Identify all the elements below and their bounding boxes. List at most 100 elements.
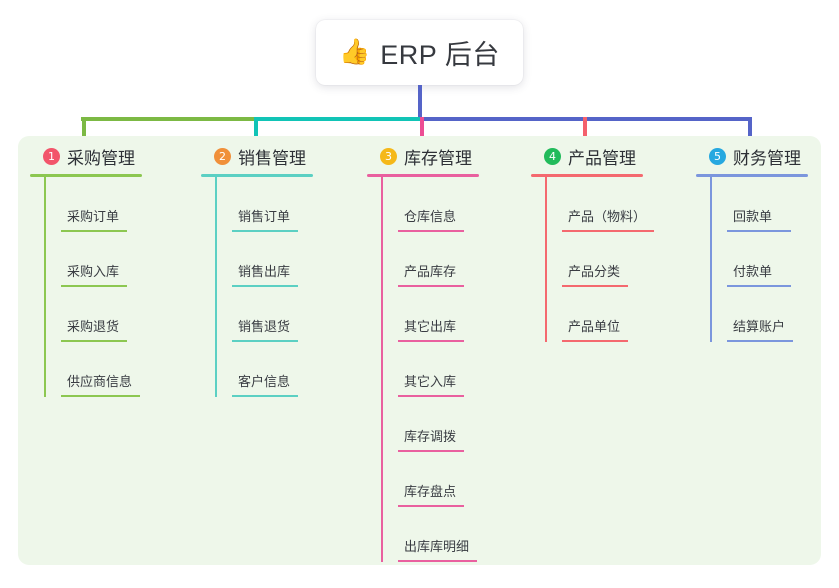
column-badge-inventory: 3 [380,147,397,165]
column-items-product: 产品（物料） 产品分类产品单位 [545,177,654,342]
drop-sales [254,117,258,145]
column-purchasing: 1 采购管理采购订单采购入库采购退货供应商信息 [30,144,142,397]
leaf-rule [727,340,793,342]
leaf-label: 采购入库 [67,264,120,279]
leaf-node[interactable]: 产品（物料） [562,177,654,232]
leaf-rule [562,285,628,287]
leaf-label: 采购订单 [67,209,120,224]
leaf-rule [232,395,298,397]
leaf-label: 其它出库 [404,319,457,334]
leaf-rule [398,340,464,342]
leaf-node[interactable]: 产品单位 [562,287,654,342]
leaf-label: 出库库明细 [404,539,470,554]
leaf-node[interactable]: 库存调拨 [398,397,479,452]
column-spine-finance [710,177,712,342]
column-title-product: 产品管理 [568,148,636,168]
leaf-node[interactable]: 结算账户 [727,287,808,342]
leaf-rule [727,285,791,287]
column-header-product[interactable]: 4 产品管理 [531,144,654,168]
column-header-purchasing[interactable]: 1 采购管理 [30,144,142,168]
leaf-rule [61,285,127,287]
leaf-label: 其它入库 [404,374,457,389]
leaf-node[interactable]: 其它入库 [398,342,479,397]
leaf-node[interactable]: 采购退货 [61,287,142,342]
leaf-rule [61,395,140,397]
leaf-label: 客户信息 [238,374,291,389]
leaf-label: 库存调拨 [404,429,457,444]
leaf-node[interactable]: 销售出库 [232,232,313,287]
leaf-node[interactable]: 仓库信息 [398,177,479,232]
segment-green [81,117,254,121]
column-items-sales: 销售订单销售出库销售退货客户信息 [215,177,313,397]
column-header-rule-finance [696,174,808,177]
leaf-node[interactable]: 采购入库 [61,232,142,287]
leaf-node[interactable]: 产品库存 [398,232,479,287]
leaf-label: 产品库存 [404,264,457,279]
leaf-node[interactable]: 供应商信息 [61,342,142,397]
leaf-node[interactable]: 采购订单 [61,177,142,232]
leaf-node[interactable]: 其它出库 [398,287,479,342]
column-spine-sales [215,177,217,397]
leaf-node[interactable]: 产品分类 [562,232,654,287]
leaf-rule [562,230,654,232]
leaf-label: 回款单 [733,209,773,224]
leaf-label: 仓库信息 [404,209,457,224]
column-spine-inventory [381,177,383,562]
column-header-rule-purchasing [30,174,142,177]
leaf-node[interactable]: 出库库明细 [398,507,479,562]
leaf-rule [562,340,628,342]
column-product: 4 产品管理产品（物料） 产品分类产品单位 [531,144,654,342]
leaf-rule [398,230,464,232]
drop-inventory [420,117,424,145]
leaf-rule [61,230,127,232]
leaf-label: 销售出库 [238,264,291,279]
leaf-rule [398,560,477,562]
column-badge-product: 4 [544,147,561,165]
leaf-rule [232,230,298,232]
branches-panel [18,136,821,565]
column-header-rule-inventory [367,174,479,177]
leaf-rule [727,230,791,232]
leaf-label: 产品单位 [568,319,621,334]
column-badge-sales: 2 [214,147,231,165]
leaf-label: 采购退货 [67,319,120,334]
leaf-label: 销售退货 [238,319,291,334]
leaf-node[interactable]: 销售订单 [232,177,313,232]
column-header-rule-sales [201,174,313,177]
leaf-rule [398,395,464,397]
leaf-node[interactable]: 销售退货 [232,287,313,342]
column-badge-purchasing: 1 [43,147,60,165]
leaf-label: 产品（物料） [568,209,647,224]
drop-purchasing [82,117,86,145]
leaf-node[interactable]: 库存盘点 [398,452,479,507]
leaf-rule [232,285,298,287]
leaf-label: 产品分类 [568,264,621,279]
column-title-purchasing: 采购管理 [67,148,135,168]
leaf-rule [232,340,298,342]
leaf-rule [61,340,127,342]
leaf-node[interactable]: 回款单 [727,177,808,232]
drop-finance [748,117,752,145]
leaf-label: 销售订单 [238,209,291,224]
column-spine-product [545,177,547,342]
leaf-label: 付款单 [733,264,773,279]
column-spine-purchasing [44,177,46,397]
leaf-label: 结算账户 [733,319,786,334]
root-stem-line [418,85,422,121]
leaf-node[interactable]: 付款单 [727,232,808,287]
column-badge-finance: 5 [709,147,726,165]
leaf-label: 供应商信息 [67,374,133,389]
leaf-node[interactable]: 客户信息 [232,342,313,397]
leaf-rule [398,285,464,287]
thumbs-up-icon: 👍 [339,38,371,66]
column-header-rule-product [531,174,643,177]
segment-teal [254,117,420,121]
root-node-card[interactable]: 👍 ERP 后台 [316,20,523,85]
leaf-label: 库存盘点 [404,484,457,499]
